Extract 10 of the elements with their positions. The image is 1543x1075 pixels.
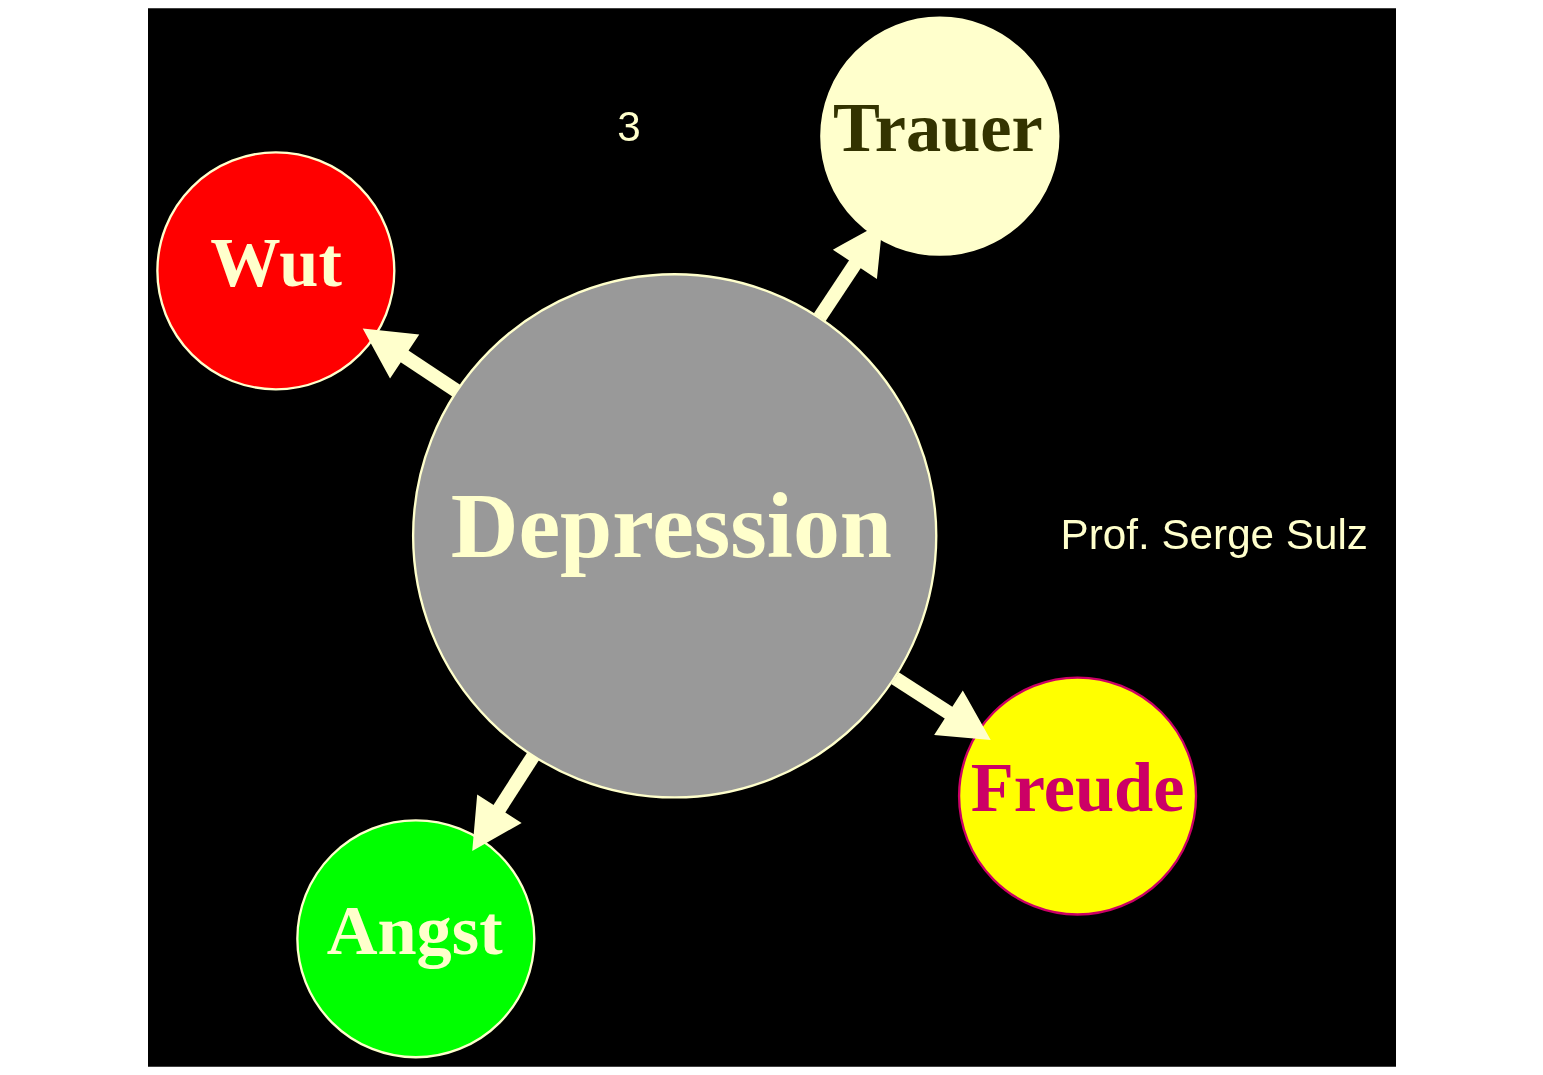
- node-circle: Wut: [155, 151, 395, 391]
- arrow: [471, 752, 539, 852]
- arrow: [362, 328, 460, 397]
- arrow: [890, 672, 991, 740]
- node-circle: Trauer: [819, 16, 1059, 256]
- label: Prof. Serge Sulz: [1060, 511, 1368, 559]
- node-circle: Freude: [957, 676, 1197, 916]
- label: 3: [616, 102, 641, 150]
- node-circle: Angst: [295, 819, 535, 1059]
- node-circle: Depression: [411, 273, 937, 799]
